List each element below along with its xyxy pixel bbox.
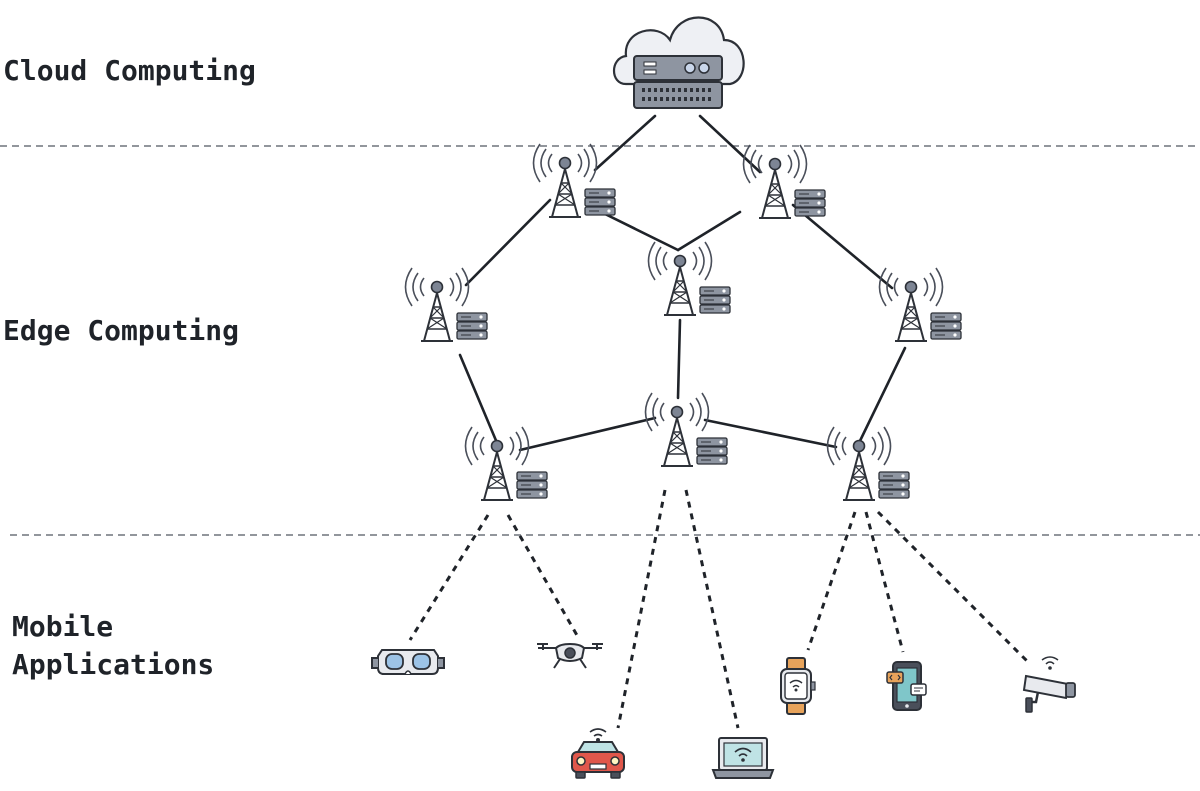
wireless-links <box>408 489 1030 729</box>
laptop-icon <box>711 737 775 779</box>
cell-tower-server-icon <box>404 267 488 342</box>
network-links <box>458 114 907 452</box>
cloud-server-icon <box>612 16 745 109</box>
layer-label-mobile: Mobile Applications <box>12 608 214 684</box>
security-camera-icon <box>1022 656 1076 713</box>
vr-headset-icon <box>371 649 445 675</box>
car-icon <box>571 728 625 779</box>
cell-tower-server-icon <box>464 426 548 501</box>
drone-icon <box>537 642 603 669</box>
cell-tower-server-icon <box>742 144 826 219</box>
cell-tower-server-icon <box>826 426 910 501</box>
cell-tower-server-icon <box>647 241 731 316</box>
layer-label-mobile-line2: Applications <box>12 647 215 681</box>
cell-tower-server-icon <box>644 392 728 467</box>
smartwatch-icon <box>780 657 816 715</box>
smartphone-icon <box>886 661 927 711</box>
layer-label-mobile-line1: Mobile <box>12 610 114 643</box>
layer-label-edge: Edge Computing <box>3 314 240 347</box>
layer-label-cloud: Cloud Computing <box>3 54 256 87</box>
cell-tower-server-icon <box>878 267 962 342</box>
